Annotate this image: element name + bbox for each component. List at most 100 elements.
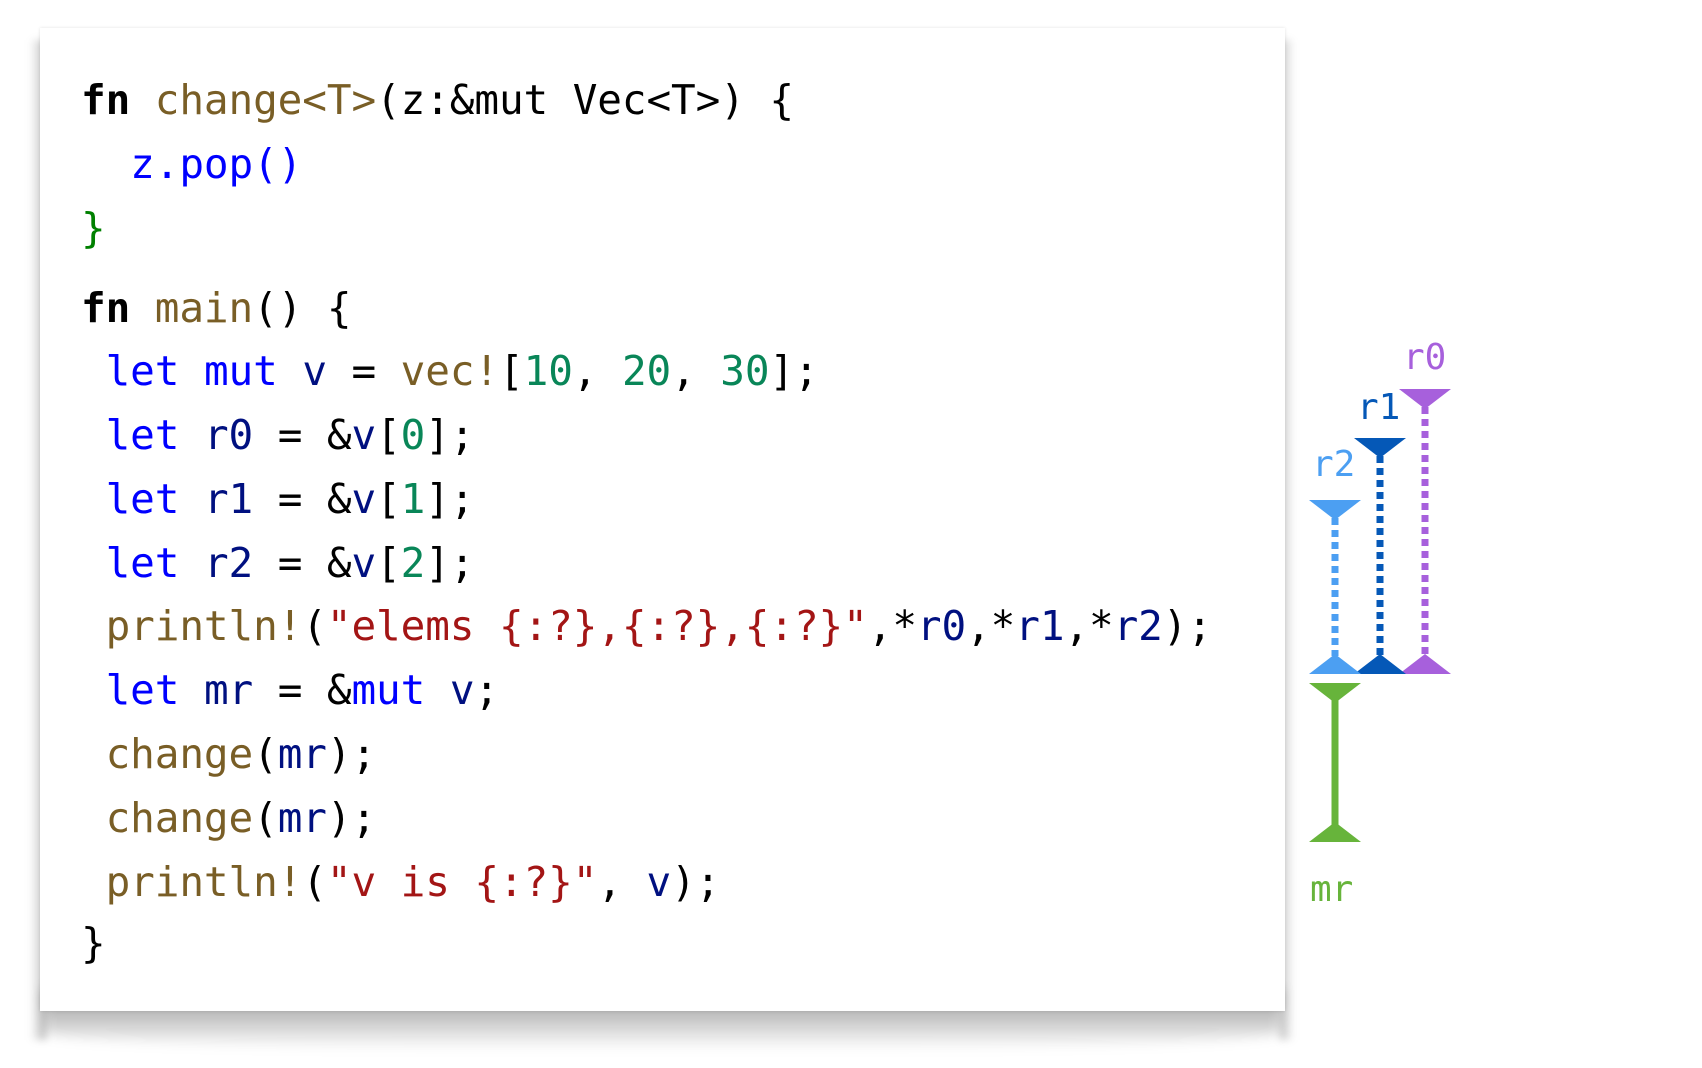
code-token-plain: ); <box>1162 602 1212 650</box>
code-token-plain: ); <box>671 858 721 906</box>
code-token-num: 0 <box>400 411 426 459</box>
code-token-plain <box>179 411 204 459</box>
code-token-func: main <box>154 284 254 332</box>
code-token-var: v <box>646 858 672 906</box>
code-token-plain: ( <box>302 858 327 906</box>
code-line: println!("v is {:?}", v); <box>81 862 721 903</box>
code-token-plain: ]; <box>425 411 475 459</box>
lifetime-label-mr: mr <box>1310 869 1354 910</box>
code-line: let mut v = vec![10, 20, 30]; <box>81 351 819 392</box>
code-token-var: v <box>351 475 377 523</box>
code-line: let r0 = &v[0]; <box>81 415 475 456</box>
lifetime-r1 <box>1354 438 1406 674</box>
code-token-plain <box>81 730 106 778</box>
code-token-plain: ,* <box>867 602 917 650</box>
code-token-plain <box>81 794 106 842</box>
code-token-plain: ( <box>253 794 278 842</box>
lifetime-r0 <box>1399 389 1451 674</box>
code-token-plain: = <box>326 347 401 395</box>
code-token-plain: = & <box>253 475 352 523</box>
code-token-plain: ,* <box>966 602 1016 650</box>
code-token-plain <box>425 666 450 714</box>
code-line: z.pop() <box>81 144 302 185</box>
code-token-num: 20 <box>621 347 672 395</box>
code-line: let r2 = &v[2]; <box>81 543 475 584</box>
code-token-var: r0 <box>916 602 967 650</box>
code-line: change(mr); <box>81 798 377 839</box>
code-token-plain <box>130 284 155 332</box>
code-token-plain <box>179 539 204 587</box>
code-token-plain: [ <box>376 475 401 523</box>
code-line: } <box>81 208 106 249</box>
start-marker-icon <box>1354 438 1406 458</box>
code-token-plain <box>81 858 106 906</box>
code-token-plain: ]; <box>425 475 475 523</box>
code-token-brace-green: } <box>81 204 106 252</box>
code-token-str: "elems {:?},{:?},{:?}" <box>326 602 868 650</box>
code-token-var: v <box>449 666 475 714</box>
code-token-plain <box>81 411 106 459</box>
code-token-func: println! <box>105 602 303 650</box>
code-token-num: 10 <box>523 347 573 395</box>
code-token-var: v <box>351 411 377 459</box>
code-token-plain <box>81 539 106 587</box>
code-token-plain: ; <box>474 666 500 714</box>
code-token-plain: ( <box>253 730 278 778</box>
end-marker-icon <box>1309 822 1361 842</box>
code-token-plain: ); <box>326 730 377 778</box>
code-token-plain <box>179 347 204 395</box>
lifetime-mr <box>1309 683 1361 842</box>
code-line: change(mr); <box>81 734 377 775</box>
start-marker-icon <box>1399 389 1451 409</box>
code-token-plain <box>81 475 106 523</box>
code-token-plain: } <box>81 919 106 967</box>
code-token-func: change<T> <box>154 76 377 124</box>
code-token-plain: ); <box>326 794 377 842</box>
code-token-plain <box>81 347 106 395</box>
code-token-kw: let <box>105 347 180 395</box>
code-token-var: r1 <box>203 475 254 523</box>
code-token-func: change <box>105 794 254 842</box>
code-token-plain: [ <box>376 411 401 459</box>
code-token-var: v <box>351 539 377 587</box>
code-token-plain: ]; <box>425 539 475 587</box>
code-token-var: r2 <box>1113 602 1163 650</box>
code-line: println!("elems {:?},{:?},{:?}",*r0,*r1,… <box>81 606 1212 647</box>
lifetime-label-r0: r0 <box>1403 337 1447 378</box>
code-token-func: println! <box>105 858 303 906</box>
code-token-num: 1 <box>400 475 426 523</box>
code-token-var: r2 <box>203 539 254 587</box>
code-token-plain: = & <box>253 411 352 459</box>
code-token-kw: let <box>105 539 180 587</box>
code-token-var: r1 <box>1015 602 1065 650</box>
code-token-num: 30 <box>720 347 770 395</box>
code-token-plain: [ <box>376 539 401 587</box>
code-token-fn: fn <box>81 284 131 332</box>
code-token-plain <box>179 475 204 523</box>
code-token-func: vec! <box>400 347 500 395</box>
code-token-plain <box>81 602 106 650</box>
end-marker-icon <box>1399 654 1451 674</box>
code-token-plain: = & <box>253 539 352 587</box>
code-token-kw: mut <box>203 347 278 395</box>
code-token-num: 2 <box>400 539 426 587</box>
code-token-kw: mut <box>351 666 426 714</box>
code-token-fn: fn <box>81 76 131 124</box>
lifetime-label-r1: r1 <box>1357 387 1401 428</box>
code-token-str: "v is {:?}" <box>326 858 598 906</box>
code-token-plain <box>278 347 303 395</box>
code-token-plain: = & <box>253 666 352 714</box>
code-line: let mr = &mut v; <box>81 670 500 711</box>
code-token-var: mr <box>277 730 327 778</box>
code-token-plain <box>179 666 204 714</box>
code-line: let r1 = &v[1]; <box>81 479 475 520</box>
code-token-plain: [ <box>499 347 524 395</box>
end-marker-icon <box>1354 654 1406 674</box>
code-token-func: change <box>105 730 254 778</box>
code-token-plain: () { <box>253 284 352 332</box>
code-line: } <box>81 923 106 964</box>
code-token-plain: ,* <box>1064 602 1114 650</box>
code-token-plain: , <box>572 347 622 395</box>
start-marker-icon <box>1309 500 1361 520</box>
code-token-kw: let <box>105 666 180 714</box>
